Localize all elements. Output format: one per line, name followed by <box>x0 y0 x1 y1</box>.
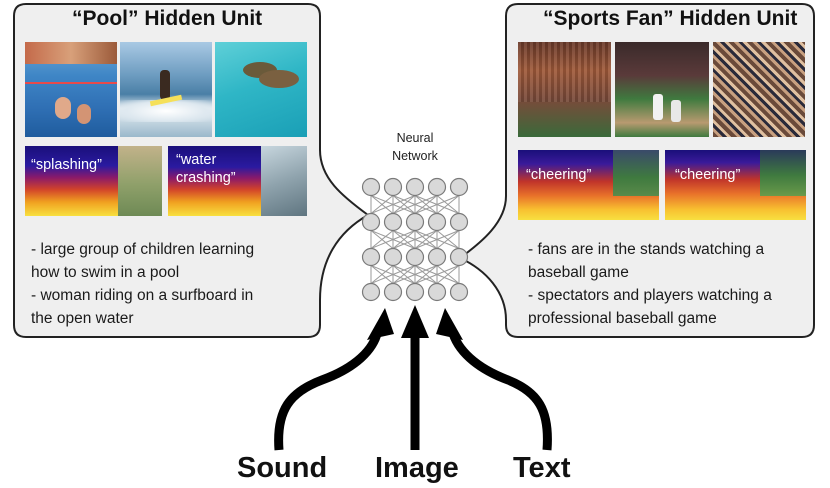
network-edge <box>392 230 438 249</box>
network-edge <box>414 230 460 249</box>
cheering-thumbnail-2 <box>760 150 806 196</box>
network-edge <box>414 265 438 284</box>
cheering-caption-2: “cheering” <box>675 167 741 183</box>
network-node <box>383 282 403 302</box>
network-node <box>383 212 403 232</box>
network-edge <box>414 195 438 214</box>
sports-photo-fans <box>713 42 805 137</box>
image-input-label: Image <box>375 452 459 484</box>
right-panel-title: “Sports Fan” Hidden Unit <box>543 7 798 30</box>
network-edge <box>370 230 394 249</box>
water-crashing-caption-line1: “water <box>176 152 217 168</box>
network-label-line2: Network <box>392 149 438 163</box>
sound-input-label: Sound <box>237 452 328 484</box>
network-edge <box>414 230 438 249</box>
network-edge <box>392 230 416 249</box>
network-node <box>449 212 469 232</box>
network-edge <box>436 265 460 284</box>
sports-description-2-line1: - spectators and players watching a <box>528 287 772 304</box>
network-node <box>361 282 381 302</box>
network-edge <box>370 230 416 249</box>
network-connections <box>370 195 460 284</box>
network-node <box>449 282 469 302</box>
pool-photo-ducks <box>215 42 307 137</box>
cheering-thumbnail-1 <box>613 150 659 196</box>
text-arrowhead <box>436 308 463 340</box>
network-node <box>383 177 403 197</box>
sports-description-1-line1: - fans are in the stands watching a <box>528 241 765 258</box>
network-node <box>405 247 425 267</box>
network-edge <box>436 195 460 214</box>
network-edge <box>392 265 416 284</box>
pool-description-2-line2: the open water <box>31 310 134 327</box>
network-edge <box>370 265 416 284</box>
network-edge <box>392 195 438 214</box>
network-node <box>449 177 469 197</box>
network-edge <box>414 195 460 214</box>
pool-description-1-line2: how to swim in a pool <box>31 264 180 281</box>
cheering-caption-1: “cheering” <box>526 167 592 183</box>
water-crashing-spectrogram: “water crashing” <box>168 146 307 216</box>
network-node <box>427 177 447 197</box>
network-edge <box>436 230 460 249</box>
sports-photo-batter <box>615 42 709 137</box>
network-edge <box>392 265 438 284</box>
cheering-spectrogram-1: “cheering” <box>518 150 659 220</box>
network-node <box>405 177 425 197</box>
network-node <box>405 212 425 232</box>
network-node <box>427 247 447 267</box>
network-node <box>449 247 469 267</box>
network-node <box>383 247 403 267</box>
pool-photo-surfboard <box>120 42 212 137</box>
network-node <box>361 212 381 232</box>
network-edge <box>370 265 394 284</box>
network-edge <box>370 195 416 214</box>
left-panel-title: “Pool” Hidden Unit <box>72 7 263 30</box>
network-node <box>405 282 425 302</box>
splashing-caption: “splashing” <box>31 157 102 173</box>
network-node <box>361 177 381 197</box>
sound-arrow <box>274 328 383 451</box>
cheering-spectrogram-2: “cheering” <box>665 150 806 220</box>
text-input-label: Text <box>513 452 571 484</box>
network-nodes <box>361 177 469 302</box>
sports-photo-stadium <box>518 42 611 137</box>
network-node <box>427 212 447 232</box>
sports-description-1-line2: baseball game <box>528 264 629 281</box>
text-arrow <box>447 328 552 451</box>
pool-photo-swimmers <box>25 42 117 137</box>
network-edge <box>414 265 460 284</box>
sports-description-2-line2: professional baseball game <box>528 310 717 327</box>
pool-description-2-line1: - woman riding on a surfboard in <box>31 287 254 304</box>
image-arrowhead <box>401 305 429 338</box>
water-crashing-caption-line2: crashing” <box>176 170 236 186</box>
sound-arrowhead <box>367 308 394 340</box>
network-label-line1: Neural <box>396 131 434 145</box>
splashing-spectrogram: “splashing” <box>25 146 162 216</box>
network-edge <box>392 195 416 214</box>
network-node <box>361 247 381 267</box>
arrow-heads <box>367 305 463 340</box>
input-arrows <box>274 325 552 451</box>
pool-description-1-line1: - large group of children learning <box>31 241 255 258</box>
splashing-thumbnail <box>118 146 162 216</box>
network-node <box>427 282 447 302</box>
water-crashing-thumbnail <box>261 146 307 216</box>
network-edge <box>370 195 394 214</box>
